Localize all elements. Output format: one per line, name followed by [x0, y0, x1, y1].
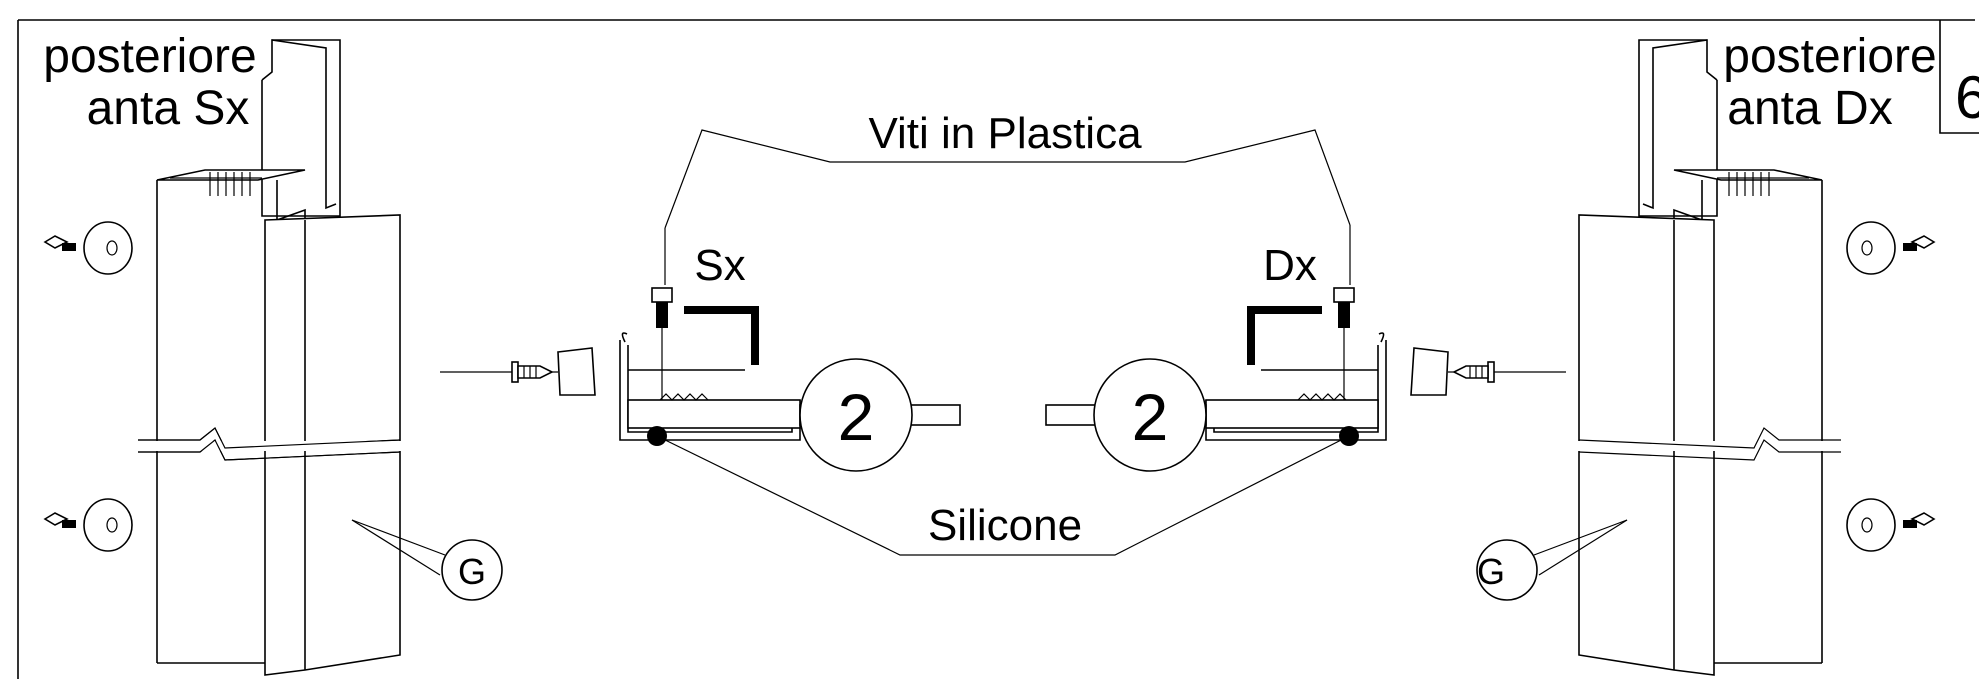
break-lines-left — [138, 427, 401, 461]
thread-marks-left — [659, 393, 709, 401]
page-number: 6 — [1955, 64, 1979, 131]
profile-ribs — [209, 172, 251, 196]
part-2-right-label: 2 — [1132, 380, 1169, 454]
part-g-left-circle — [441, 539, 503, 601]
section-right — [1045, 287, 1566, 472]
rear-right-label-line1: posteriore — [1723, 30, 1936, 83]
rear-right-label-line2: anta Dx — [1727, 82, 1892, 135]
end-cap-left — [557, 347, 596, 396]
plastic-screws-label: Viti in Plastica — [868, 109, 1142, 158]
right-side-label: Dx — [1263, 241, 1317, 290]
part-2-left-circle — [799, 358, 913, 472]
bracket-left — [684, 306, 759, 365]
left-door-profile: G — [43, 39, 503, 676]
silicone-callout — [656, 435, 1350, 556]
page-frame — [17, 19, 1979, 679]
section-left — [440, 287, 961, 472]
plastic-screws-callout — [664, 129, 1351, 285]
rear-left-label-line1: posteriore — [43, 30, 256, 83]
plastic-screw-left — [651, 287, 673, 303]
bumper-bottom-left — [43, 498, 133, 552]
part-g-left-label: G — [458, 551, 486, 592]
side-screw-left — [511, 361, 554, 383]
silicone-label: Silicone — [928, 501, 1082, 550]
part-2-left-label: 2 — [838, 380, 875, 454]
bumper-top-left — [43, 221, 133, 275]
right-door-profile — [1476, 39, 1936, 676]
left-side-label: Sx — [694, 241, 745, 290]
rear-left-label-line2: anta Sx — [87, 82, 250, 135]
part-g-right-label: G — [1477, 551, 1505, 592]
